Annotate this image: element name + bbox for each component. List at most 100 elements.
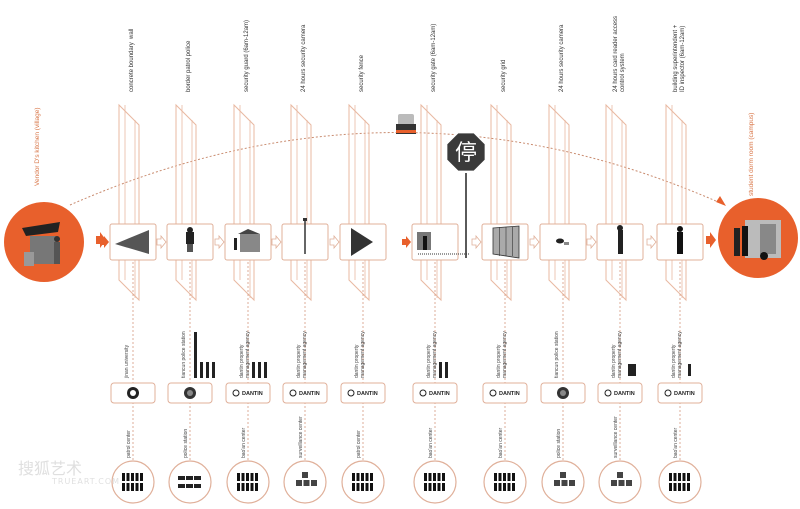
stop-sign: 停	[418, 131, 487, 258]
agency-box	[225, 382, 271, 404]
dantin-logo-icon	[289, 389, 297, 397]
person-icon	[131, 473, 134, 481]
person-icon	[512, 483, 515, 491]
person-icon	[687, 483, 690, 491]
person-icon	[241, 473, 245, 481]
agency-label: tiancun police station	[554, 331, 560, 378]
person-icon	[433, 473, 436, 481]
dantin-logo-icon	[419, 389, 427, 397]
baton-icon	[212, 362, 215, 378]
arrow-outline-icon	[646, 234, 657, 250]
arrow-outline-icon	[329, 234, 340, 250]
monitor-icon	[618, 480, 625, 486]
barrier-label: 24 hours card reader access control syst…	[612, 15, 626, 92]
person-icon	[140, 473, 143, 481]
person-icon	[498, 483, 502, 491]
barrier-6: DANTIN	[402, 103, 459, 504]
inspector-head-icon	[677, 226, 683, 232]
monitor-icon	[296, 480, 302, 486]
agency-label: dantin property management agency	[354, 331, 366, 378]
baton-icon	[439, 362, 442, 378]
center-circle	[111, 460, 155, 504]
baton-icon	[264, 362, 267, 378]
person-icon	[503, 483, 506, 491]
dantin-logo-icon	[489, 389, 497, 397]
person-icon	[352, 483, 355, 491]
arrow-outline-icon	[529, 234, 540, 250]
person-icon	[126, 473, 130, 481]
barrier-panel	[233, 103, 255, 302]
camera-head-icon	[303, 218, 307, 221]
monitor-icon	[561, 480, 568, 486]
route-arc	[69, 132, 726, 206]
police-badge-inner	[560, 390, 566, 396]
person-icon	[237, 473, 240, 481]
barrier-2	[156, 103, 214, 504]
agency-box	[597, 382, 643, 404]
barrier-9: DANTIN	[586, 103, 644, 504]
arrow-outline-icon	[271, 234, 282, 250]
barrier-panel	[290, 103, 312, 302]
arrow-outline-icon	[471, 234, 482, 250]
barrier-1	[100, 103, 157, 504]
dantin-logo-text: DANTIN	[499, 391, 520, 397]
agency-label: jinan university	[124, 344, 130, 378]
motorcycle-icon	[187, 244, 193, 252]
arrow-filled-icon	[402, 236, 411, 248]
baton-icon	[200, 362, 203, 378]
barrier-panel	[420, 103, 442, 302]
person-icon	[442, 483, 445, 491]
watermark-text: 搜狐艺术	[18, 459, 83, 478]
arrow-outline-icon	[156, 234, 167, 250]
barrier-8	[529, 103, 587, 504]
person-icon	[246, 473, 249, 481]
person-icon	[122, 473, 125, 481]
barrier-3: DANTIN	[214, 103, 272, 504]
baton-icon	[194, 332, 197, 378]
person-icon	[687, 473, 690, 481]
person-icon	[135, 473, 139, 481]
agency-label: dantin property management agency	[496, 331, 508, 378]
person-icon	[241, 483, 245, 491]
student-person-icon	[734, 228, 740, 256]
baton-icon	[206, 362, 209, 378]
barrier-label: border patrol police	[186, 40, 192, 92]
fence-icon	[351, 228, 373, 256]
center-label: bao'an center	[673, 427, 679, 458]
person-icon	[669, 473, 672, 481]
agency-label: dantin property management agency	[426, 331, 438, 378]
center-label: bao'an center	[498, 427, 504, 458]
baton-icon	[258, 362, 261, 378]
barrier-label: security fence	[359, 54, 365, 92]
agency-label: tiancun police station	[181, 331, 187, 378]
dantin-logo-text: DANTIN	[242, 391, 263, 397]
person-icon	[356, 473, 360, 481]
person-icon	[237, 483, 240, 491]
center-circle	[413, 460, 457, 504]
person-icon	[437, 483, 441, 491]
barrier-label: 24 hours security camera	[559, 24, 565, 92]
dantin-logo-text: DANTIN	[429, 391, 450, 397]
barrier-10: DANTIN	[646, 103, 704, 504]
kitchen-roof-icon	[22, 222, 60, 236]
destination-arrow-icon	[706, 232, 716, 248]
person-icon	[424, 483, 427, 491]
watermark-subtext: TRUEART.COM	[52, 477, 121, 486]
dantin-logo-text: DANTIN	[614, 391, 635, 397]
vehicle-body-icon	[396, 124, 416, 134]
barrier-label: building superintendent + ID inspector (…	[672, 24, 686, 92]
person-icon	[673, 483, 677, 491]
person-icon	[433, 483, 436, 491]
watermark: 搜狐艺术 TRUEART.COM	[18, 455, 120, 486]
barrier-label: security guard (6am-12am)	[244, 19, 250, 92]
agency-box	[282, 382, 328, 404]
person-icon	[437, 473, 441, 481]
agency-label: dantin property management agency	[611, 331, 623, 378]
dorm-shelf-icon	[760, 224, 776, 254]
person-icon	[361, 473, 364, 481]
center-label: police station	[556, 428, 562, 458]
barrier-panel	[118, 103, 140, 302]
barrier-panel	[348, 103, 370, 302]
